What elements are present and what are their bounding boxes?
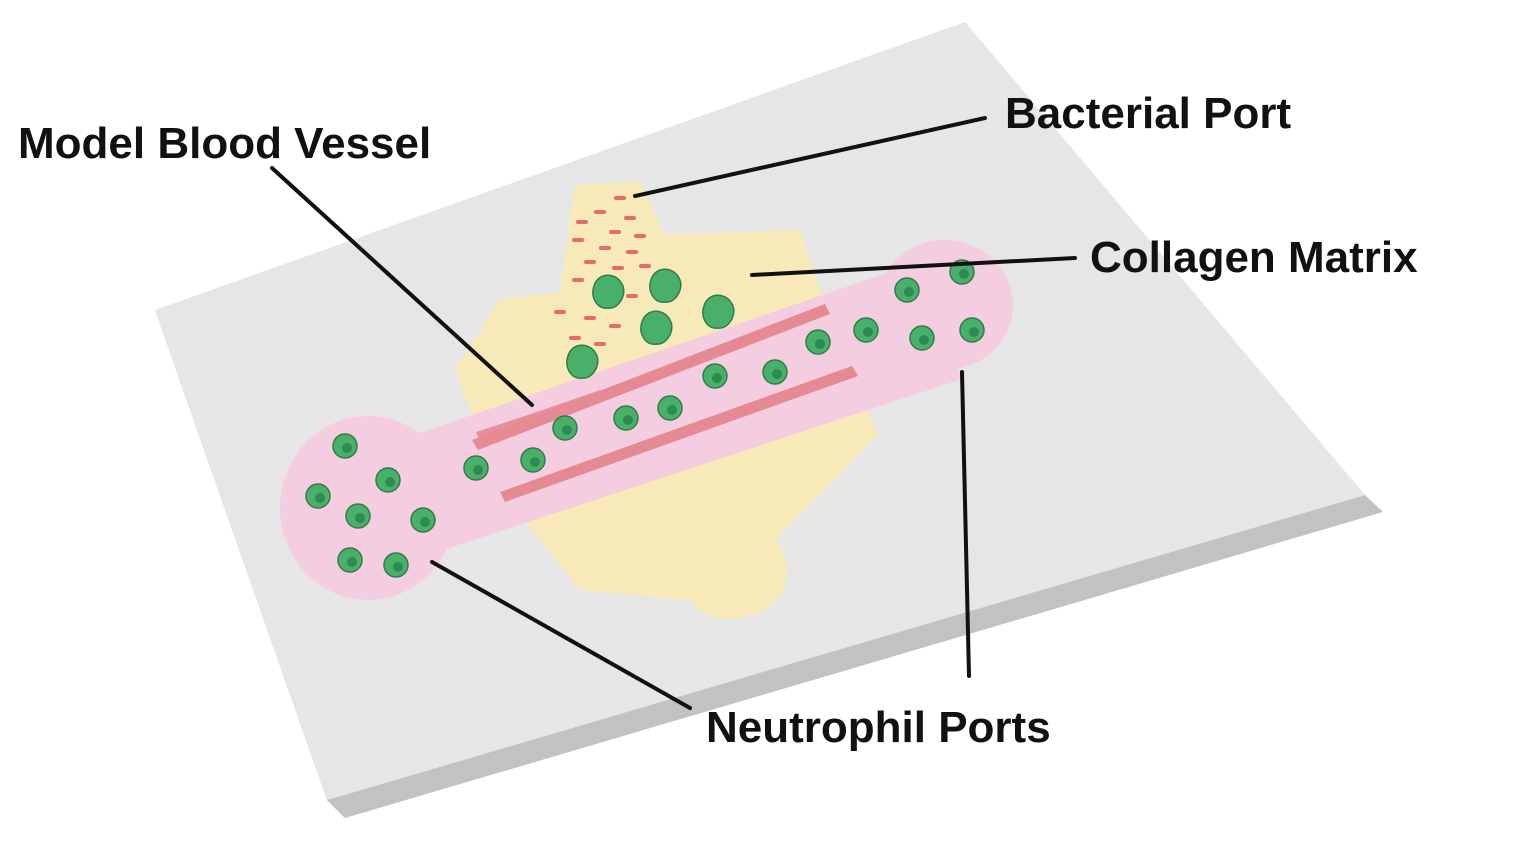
bacterium <box>594 210 606 214</box>
migrating-neutrophil <box>702 294 735 329</box>
neutrophil <box>463 455 489 481</box>
bacterium <box>626 294 638 298</box>
neutrophil <box>520 447 546 473</box>
label-bacterial-port: Bacterial Port <box>1005 89 1291 138</box>
neutrophil <box>552 415 578 441</box>
bacterium <box>634 234 646 238</box>
neutrophil <box>657 395 683 421</box>
migrating-neutrophil <box>592 274 625 309</box>
bacterium <box>554 310 566 314</box>
neutrophil <box>410 507 436 533</box>
bacterium <box>609 324 621 328</box>
bacterium <box>594 342 606 346</box>
neutrophil <box>909 325 935 351</box>
migrating-neutrophils <box>566 268 735 379</box>
neutrophil <box>383 552 409 578</box>
endothelial-cell <box>500 366 858 502</box>
bacterium <box>576 220 588 224</box>
label-collagen-matrix: Collagen Matrix <box>1090 233 1418 282</box>
bacterium <box>584 260 596 264</box>
bacterium <box>599 246 611 250</box>
neutrophil <box>959 317 985 343</box>
endothelial-cell <box>476 390 604 442</box>
neutrophil <box>894 277 920 303</box>
endothelial-wall-bottom <box>500 366 858 502</box>
leader-line-neutrophil-left <box>430 560 692 710</box>
leader-lines <box>270 116 1077 710</box>
bacterium <box>614 196 626 200</box>
neutrophil <box>805 329 831 355</box>
bacteria-group <box>554 196 651 346</box>
bacterium <box>624 216 636 220</box>
chip-side-bottom <box>327 495 1383 818</box>
bacterium <box>572 238 584 242</box>
neutrophil <box>853 317 879 343</box>
neutrophil-port-left <box>280 416 456 600</box>
bacterium <box>584 316 596 320</box>
migrating-neutrophil <box>566 344 599 379</box>
bacterium <box>612 266 624 270</box>
neutrophil <box>375 467 401 493</box>
label-model-blood-vessel: Model Blood Vessel <box>18 119 431 168</box>
migrating-neutrophil <box>649 268 682 303</box>
leader-line-neutrophil-right <box>960 370 971 678</box>
leader-line-vessel <box>270 166 534 407</box>
neutrophil-group <box>305 259 985 578</box>
bacterium <box>639 264 651 268</box>
neutrophil <box>345 503 371 529</box>
neutrophil <box>613 405 639 431</box>
bacterium <box>609 230 621 234</box>
leader-line-collagen <box>750 256 1077 277</box>
neutrophil <box>305 483 331 509</box>
bacterium <box>626 250 638 254</box>
bacterium <box>569 336 581 340</box>
neutrophil-port-right <box>877 240 1013 370</box>
endothelial-wall-top <box>472 304 830 450</box>
neutrophil <box>337 547 363 573</box>
bacterium <box>572 278 584 282</box>
neutrophil <box>332 433 358 459</box>
leader-line-bacterial <box>633 116 987 198</box>
label-neutrophil-ports: Neutrophil Ports <box>706 703 1051 752</box>
neutrophil <box>702 363 728 389</box>
migrating-neutrophil <box>640 310 673 345</box>
neutrophil <box>762 359 788 385</box>
